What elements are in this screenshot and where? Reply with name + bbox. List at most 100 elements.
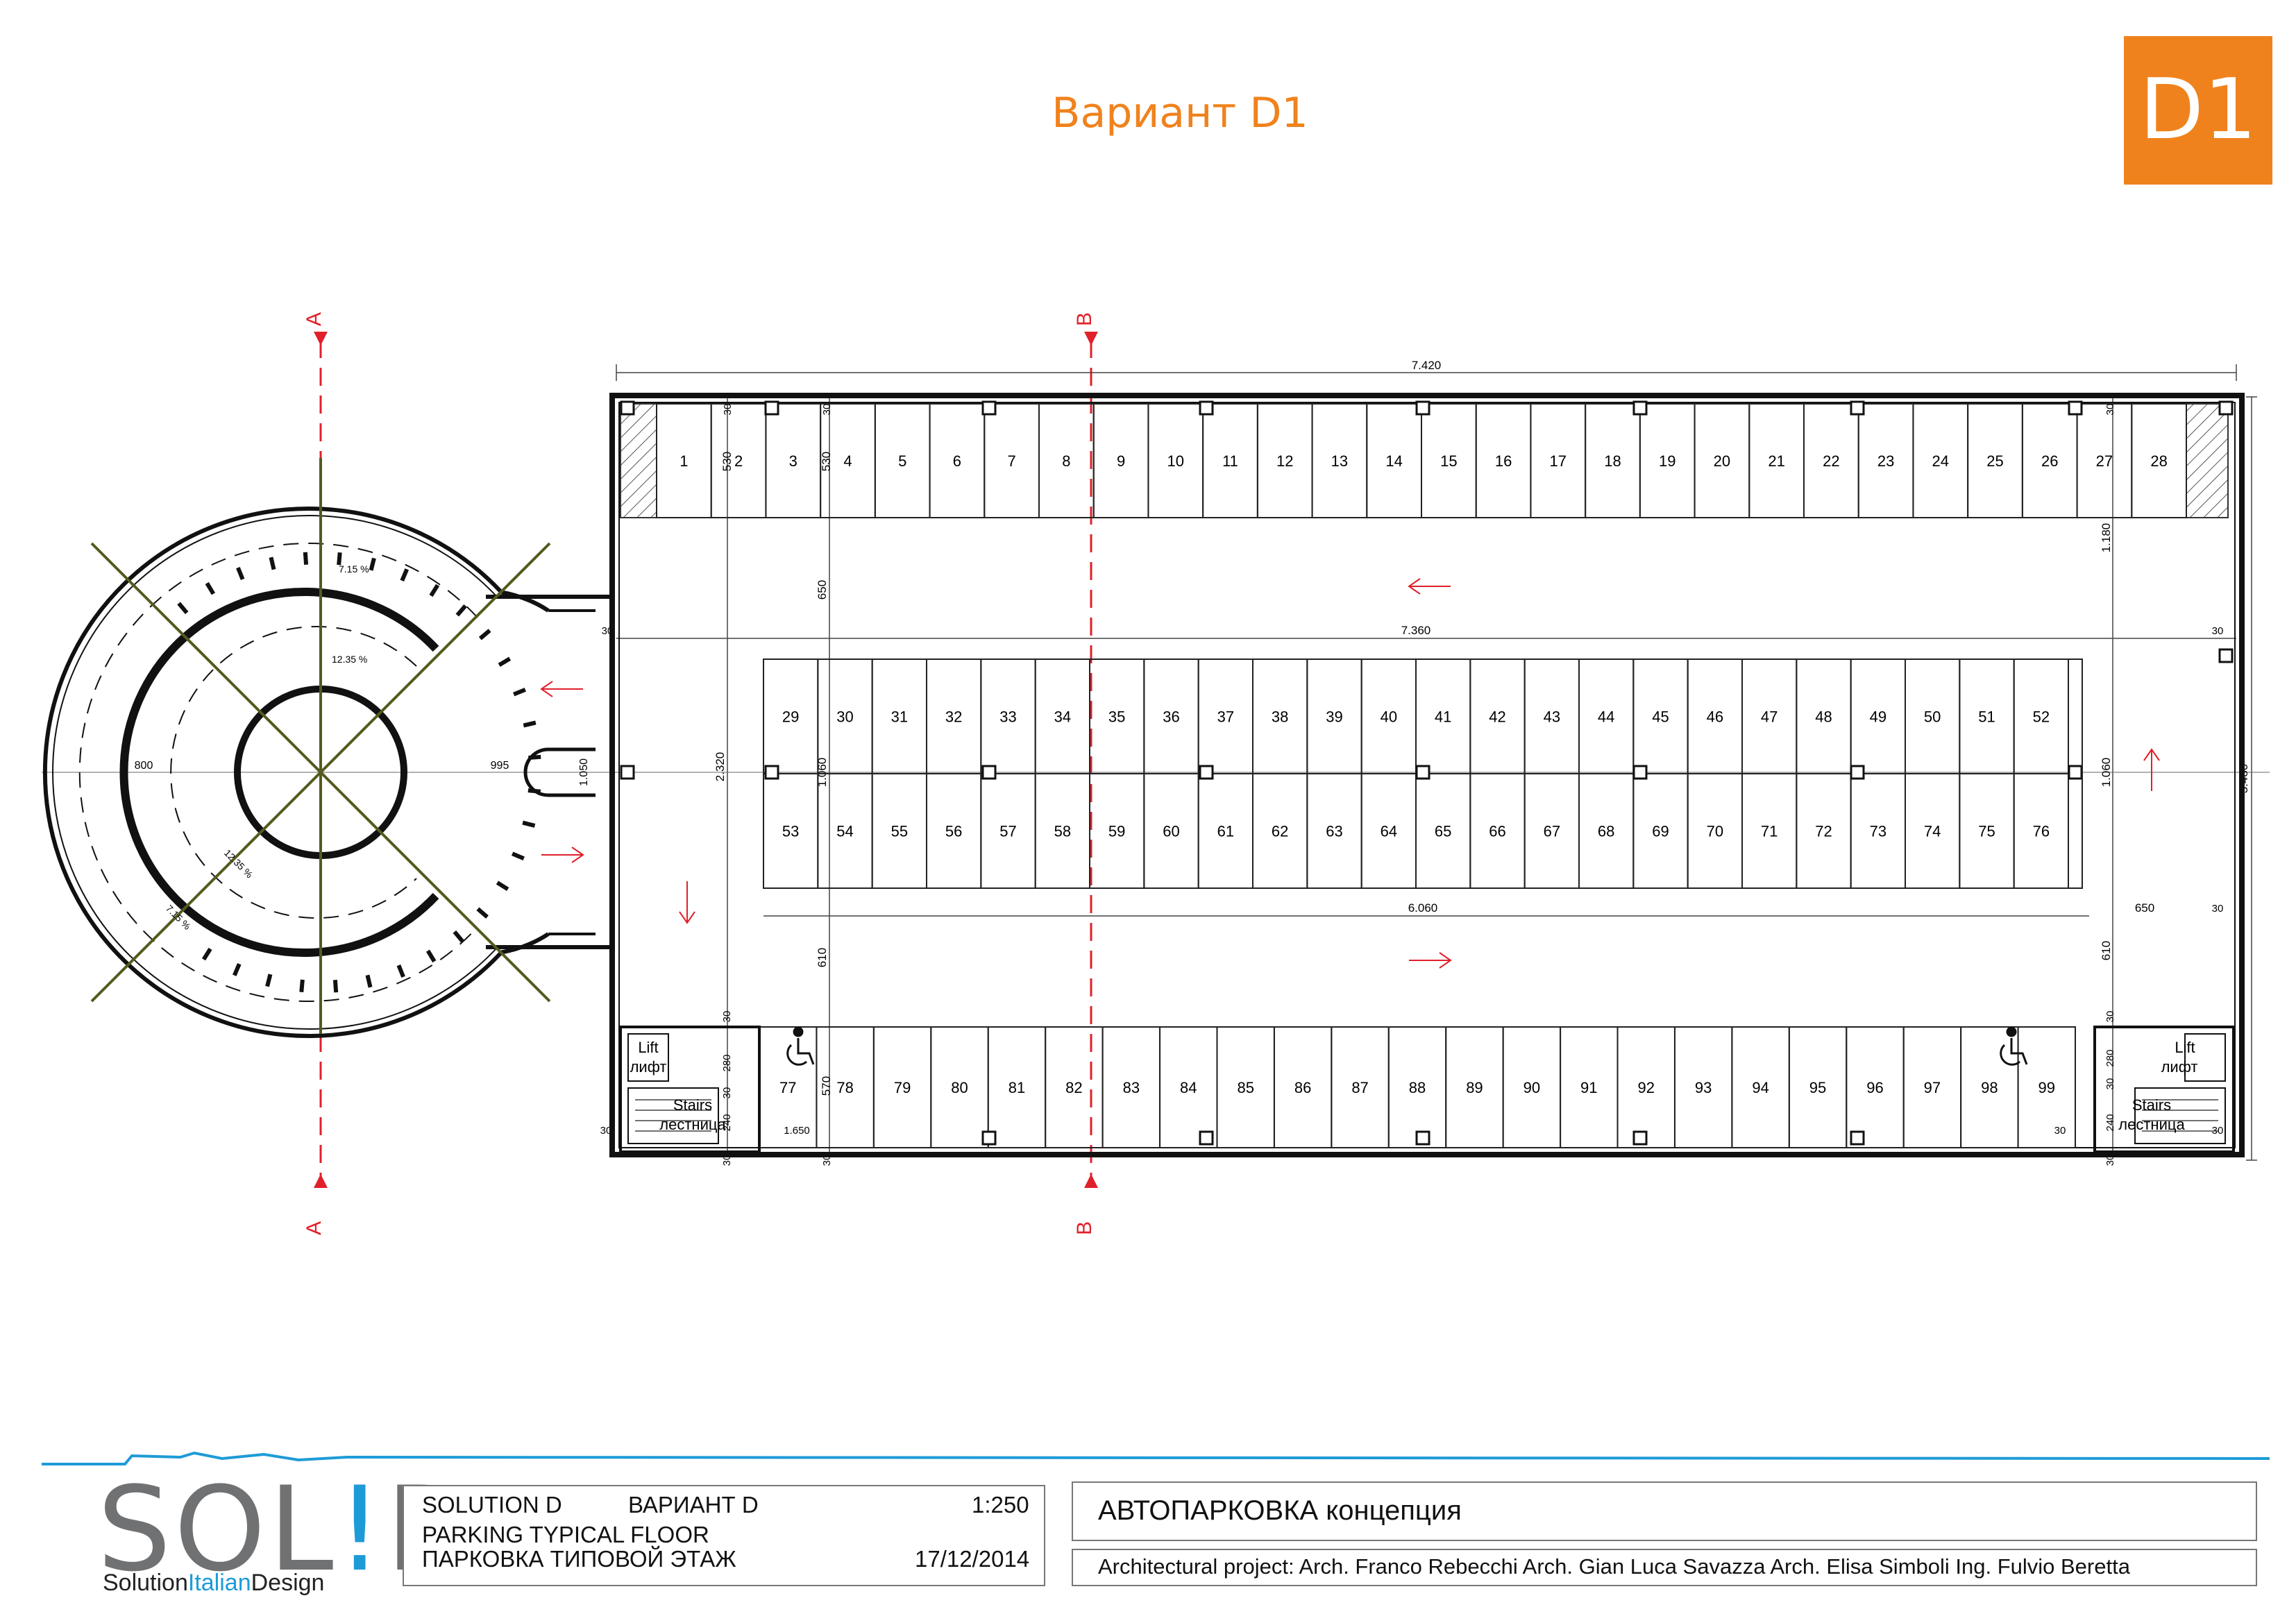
ramp-curb-mark [455,604,467,617]
dim-ramp-link-height: 1.050 [578,758,590,786]
stall-number: 77 [779,1079,796,1096]
stall-number: 40 [1381,708,1397,726]
dim-island-height-left: 1.060 [816,758,829,788]
stall-number: 37 [1217,708,1234,726]
logo-tagline-c: Design [251,1570,325,1596]
dim-wall-lift-a: 30 [721,1011,733,1023]
wheelchair-icon [786,1026,815,1066]
logo-tagline-a: Solution [103,1570,188,1596]
column [620,765,635,780]
stall-number: 54 [836,823,853,840]
column [1199,765,1214,780]
dimension-lines [42,364,2270,1161]
ramp-curb-mark [496,881,509,892]
stall-number: 46 [1707,708,1723,726]
dim-aisle-height: 1.180 [2100,523,2113,553]
variant-badge: D1 [2124,36,2272,185]
stall-number: 16 [1495,452,1512,470]
stall-number: 71 [1761,823,1778,840]
column [764,765,779,780]
dim-stairs-right: 240 [2104,1114,2116,1131]
dim-overall-width: 7.420 [1412,359,1442,372]
stall-number: 80 [951,1079,968,1096]
dim-island-height-right: 1.060 [2100,758,2113,788]
column [2068,400,2083,416]
stall-number: 78 [836,1079,853,1096]
dim-aisle-lower: 610 [816,948,829,967]
dim-left-height: 2.320 [714,752,727,782]
stall-number: 68 [1598,823,1614,840]
dim-wall-lift-c: 30 [721,1087,733,1099]
section-b-bottom-label: B [1073,1221,1096,1235]
hatched-corner-right [2186,403,2229,518]
dim-aisle-right: 650 [2135,901,2154,915]
stall-number: 34 [1054,708,1071,726]
stall-number: 96 [1866,1079,1883,1096]
title-block-project [1072,1481,2257,1541]
ramp-curb-mark [265,974,273,987]
column [981,1130,997,1146]
stall-number: 76 [2033,823,2050,840]
scale-label: 1:250 [972,1492,1029,1518]
ramp-curb-mark [369,557,376,571]
ramp-diagonals [90,458,551,1034]
stall-number: 67 [1544,823,1560,840]
stall-number: 55 [891,823,908,840]
title-block-left [403,1485,1045,1586]
dim-ramp-link: 995 [491,760,509,772]
stall-number: 48 [1815,708,1832,726]
stall-number: 72 [1815,823,1832,840]
dim-bottom-left: 1.650 [784,1125,810,1137]
hatched-corner-left [620,403,657,518]
stall-number: 65 [1435,823,1451,840]
stall-number: 32 [945,708,962,726]
lift-label-ru-left: лифт [630,1058,667,1076]
dim-wall-top-left: 30 [722,404,734,416]
stall-number: 4 [843,452,852,470]
stairs-label-left: Stairs [673,1096,712,1114]
column [1199,1130,1214,1146]
ramp-curb-mark [522,820,536,828]
stall-number: 7 [1008,452,1016,470]
stall-number: 29 [782,708,799,726]
stall-number: 85 [1237,1079,1253,1096]
stall-number: 75 [1978,823,1995,840]
dim-aisle-upper: 650 [816,580,829,600]
ramp-curb-mark [205,581,216,595]
dim-stairs-left: 240 [721,1114,733,1131]
dim-wall-right-lower: 30 [2212,903,2224,915]
date-label: 17/12/2014 [915,1546,1030,1572]
column [1850,1130,1865,1146]
slope-label: 7.15 % [339,563,369,575]
column [2218,648,2234,663]
dim-stall-depth: 530 [720,452,734,471]
dim-wall-bottom-right-b: 30 [2054,1125,2066,1137]
solution-label: SOLUTION D [422,1492,562,1518]
dim-wall-lift-b: 30 [2104,1011,2116,1023]
stairs-label-ru-right: лестница [2118,1116,2185,1133]
stall-number: 86 [1294,1079,1311,1096]
stall-number: 52 [2033,708,2050,726]
stall-number: 51 [1978,708,1995,726]
stall-number: 33 [999,708,1016,726]
column [981,765,997,780]
section-markers [314,332,1098,1188]
ramp-curb-mark [527,788,541,794]
logo-tagline: SolutionItalianDesign [103,1570,324,1597]
ramp-curb-mark [365,974,373,988]
stall-number: 5 [898,452,906,470]
stall-number: 19 [1659,452,1675,470]
stall-number: 90 [1523,1079,1540,1096]
column [1415,1130,1430,1146]
ramp-curb-mark [523,720,537,728]
ramp-curb-mark [303,552,309,565]
stall-number: 89 [1466,1079,1483,1096]
stall-number: 30 [836,708,853,726]
ramp-curb-mark [511,851,525,861]
stall-number: 20 [1714,452,1730,470]
ramp-curb-mark [201,947,212,961]
stall-number: 91 [1580,1079,1597,1096]
